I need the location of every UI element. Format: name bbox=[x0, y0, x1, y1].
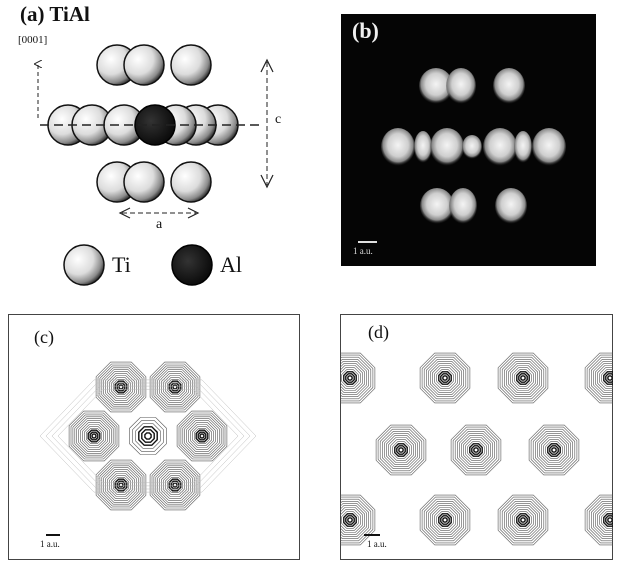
contour-center-d-6 bbox=[497, 494, 549, 546]
contour-center-c-0 bbox=[95, 361, 147, 413]
ti-atoms-bottom-row bbox=[96, 161, 212, 203]
legend-al-label: Al bbox=[220, 252, 242, 277]
contour-envelope-c bbox=[39, 379, 257, 493]
contour-center-d-0 bbox=[419, 352, 471, 404]
contour-group-c bbox=[39, 361, 257, 511]
lattice-a-arrow bbox=[118, 207, 200, 219]
contour-center-d-8 bbox=[584, 352, 613, 404]
panel-a-compound: TiAl bbox=[49, 2, 90, 26]
ti-atoms-top-row bbox=[96, 44, 212, 86]
contour-center-c-2 bbox=[68, 410, 120, 462]
panel-c-contour bbox=[8, 314, 300, 560]
lattice-c-arrow bbox=[260, 58, 274, 189]
contour-envelope-c bbox=[51, 385, 245, 487]
panel-d-contour bbox=[340, 314, 613, 560]
lattice-a-label: a bbox=[156, 217, 163, 232]
direction-label: [0001] bbox=[18, 34, 48, 46]
density-blobs-top bbox=[419, 68, 525, 104]
contour-center-d-1 bbox=[497, 352, 549, 404]
legend-ti-label: Ti bbox=[112, 252, 131, 277]
contour-center-d-2 bbox=[375, 424, 427, 476]
contour-group-d bbox=[340, 352, 613, 546]
panel-a-label: (a) TiAl bbox=[20, 2, 90, 27]
contour-envelope-c bbox=[45, 382, 251, 490]
contour-center-d-9 bbox=[340, 494, 376, 546]
legend-ti-swatch bbox=[63, 244, 105, 286]
contour-center-d-10 bbox=[584, 494, 613, 546]
panel-b-scale-label: 1 a.u. bbox=[353, 246, 373, 256]
legend-al-swatch bbox=[171, 244, 213, 286]
contour-center-d-4 bbox=[528, 424, 580, 476]
panel-b-label: (b) bbox=[352, 18, 379, 43]
contour-center-c-6 bbox=[149, 459, 201, 511]
density-blobs-middle bbox=[381, 128, 566, 166]
lattice-c-label: c bbox=[275, 112, 282, 127]
panel-b-image bbox=[341, 14, 596, 266]
panel-c-label: (c) bbox=[34, 327, 54, 347]
panel-d-scale-label: 1 a.u. bbox=[367, 539, 387, 549]
contour-envelope-c bbox=[57, 388, 239, 484]
contour-center-d-3 bbox=[450, 424, 502, 476]
panel-a-letter: (a) bbox=[20, 2, 45, 26]
panel-d-label: (d) bbox=[368, 322, 389, 342]
panel-c-scale-label: 1 a.u. bbox=[40, 539, 60, 549]
contour-center-d-7 bbox=[340, 352, 376, 404]
contour-center-c-3 bbox=[129, 417, 167, 455]
panel-a-structure bbox=[0, 44, 274, 286]
contour-center-d-5 bbox=[419, 494, 471, 546]
contour-center-c-4 bbox=[176, 410, 228, 462]
density-blobs-bottom bbox=[420, 188, 527, 224]
